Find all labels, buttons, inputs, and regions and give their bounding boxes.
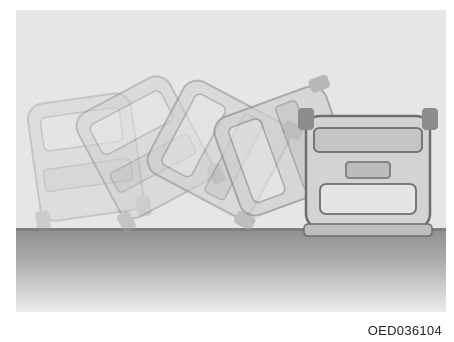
vehicle-rollover-illustration	[16, 10, 446, 312]
ground	[16, 228, 446, 312]
car-position-5	[298, 108, 438, 236]
figure-code: OED036104	[368, 323, 442, 338]
illustration-panel	[16, 10, 446, 312]
